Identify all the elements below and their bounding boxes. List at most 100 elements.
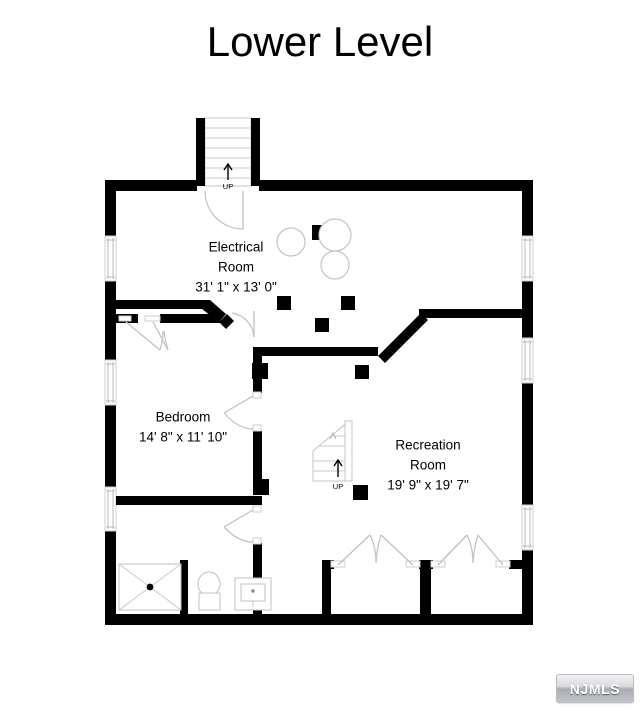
recreation-stair-up-arrow [333, 458, 343, 477]
bedroom-door-upper-arc [223, 412, 254, 430]
column-2 [252, 363, 268, 379]
shower-drain [146, 583, 154, 591]
exterior-wall-right-2 [522, 281, 533, 338]
closet-double-doors [118, 315, 169, 351]
exterior-walls [105, 180, 533, 625]
closet-door-panel-left [125, 321, 161, 351]
french-door-left-panel-b [380, 534, 414, 566]
recreation-stair-direction-label: UP [333, 482, 343, 491]
water-heater-left [276, 227, 306, 257]
toilet-bowl [197, 571, 221, 597]
bedroom-door-upper-jamb-bottom [252, 424, 262, 432]
interior-wall-upper-right [419, 309, 525, 318]
closet-door-panel-right [152, 321, 169, 351]
exterior-wall-bottom [105, 614, 533, 625]
french-doors-right [430, 534, 511, 568]
french-door-left-hinge-b [405, 560, 421, 568]
exterior-wall-left-3 [105, 405, 116, 487]
window-right-2 [521, 337, 534, 384]
hall-door-upper [231, 311, 255, 338]
window-left-1 [104, 235, 117, 282]
bedroom-door-upper [223, 391, 262, 432]
room-label-recreation-room: Recreation Room 19' 9" x 19' 7" [387, 438, 469, 493]
interior-wall-door-head-left [322, 560, 334, 569]
room-label-electrical-room: Electrical Room 31' 1" x 13' 0" [195, 240, 277, 295]
closet-door-arc-left [159, 330, 164, 351]
interior-wall-door-head-right [509, 560, 524, 569]
window-left-3 [104, 486, 117, 532]
bedroom-name: Bedroom [156, 410, 211, 425]
interior-wall-closet-top [116, 300, 210, 309]
column-6 [353, 485, 368, 500]
bedroom-dimensions: 14' 8" x 11' 10" [139, 430, 227, 445]
electrical-room-dimensions: 31' 1" x 13' 0" [195, 280, 277, 295]
bedroom-door-lower [223, 505, 262, 545]
njmls-watermark-label: NJMLS [569, 680, 621, 697]
room-label-bedroom: Bedroom 14' 8" x 11' 10" [139, 410, 227, 445]
entry-door-swing-arc [204, 190, 244, 230]
window-left-2 [104, 359, 117, 406]
entry-stair-up-arrow [223, 162, 233, 180]
bedroom-door-upper-jamb-top [252, 391, 262, 399]
exterior-wall-left-4 [105, 531, 116, 625]
interior-wall-angled [378, 313, 428, 363]
exterior-wall-top-right [259, 180, 533, 191]
column-5 [341, 296, 355, 310]
entry-stair-wall-right [251, 118, 260, 186]
recreation-room-dimensions: 19' 9" x 19' 7" [387, 478, 469, 493]
bedroom-door-lower-arc [223, 526, 254, 543]
water-heater-upper [318, 218, 352, 252]
entry-stair-direction-label: UP [223, 182, 233, 191]
column-1 [315, 318, 329, 332]
recreation-stair-rail [344, 420, 353, 482]
column-4 [277, 296, 291, 310]
floor-plan-drawing: UP [104, 117, 534, 625]
interior-wall-mid-left [253, 347, 325, 356]
water-heater-lower [320, 250, 350, 280]
mechanical-appliances [276, 218, 352, 280]
exterior-wall-right-3 [522, 383, 533, 505]
column-3 [355, 365, 369, 379]
french-door-left-arc-b [375, 534, 382, 564]
bedroom-door-lower-jamb-top [252, 505, 262, 513]
interior-wall-door-jamb-left [322, 560, 331, 614]
vanity-sink [234, 577, 272, 611]
french-door-left-hinge-a [330, 560, 346, 568]
french-door-right-arc-b [472, 534, 479, 564]
exterior-wall-top-left [105, 180, 197, 191]
french-door-left-panel-a [337, 534, 371, 566]
electrical-room-name-line1: Electrical [209, 240, 264, 255]
exterior-wall-left-2 [105, 281, 116, 360]
french-door-right-arc-a [466, 534, 474, 564]
window-right-3 [521, 504, 534, 551]
room-labels: Electrical Room 31' 1" x 13' 0" Bedroom … [139, 240, 469, 493]
page-title: Lower Level [206, 18, 434, 65]
recreation-room-name-line2: Room [410, 458, 446, 473]
exterior-wall-right-4 [522, 550, 533, 625]
closet-door-hinge-left [118, 315, 132, 322]
shower-stall [118, 563, 182, 611]
recreation-stair-break-symbol [329, 431, 337, 440]
interior-wall-corridor-mid [253, 431, 262, 491]
exterior-wall-right-1 [522, 180, 533, 236]
sink-drain [251, 589, 255, 593]
recreation-room-name-line1: Recreation [395, 438, 460, 453]
bathroom-fixtures [118, 563, 272, 611]
hall-door-upper-arc [231, 312, 255, 338]
interior-wall-bath-top [116, 496, 262, 505]
bedroom-door-upper-panel [223, 395, 254, 414]
window-right-1 [521, 235, 534, 282]
interior-wall-door-head-center [419, 560, 433, 569]
closet-door-arc-right [163, 330, 169, 351]
interior-wall-shower-partition [180, 560, 188, 614]
toilet [197, 571, 221, 611]
interior-wall-closet-right-stub [160, 314, 220, 323]
entry-stair-group: UP [196, 117, 260, 230]
french-door-right-hinge-a [430, 560, 446, 568]
electrical-room-name-line2: Room [218, 260, 254, 275]
french-door-left-arc-a [369, 534, 377, 564]
french-doors-left [330, 534, 421, 568]
french-door-right-panel-b [477, 534, 504, 566]
column-7 [253, 479, 269, 495]
